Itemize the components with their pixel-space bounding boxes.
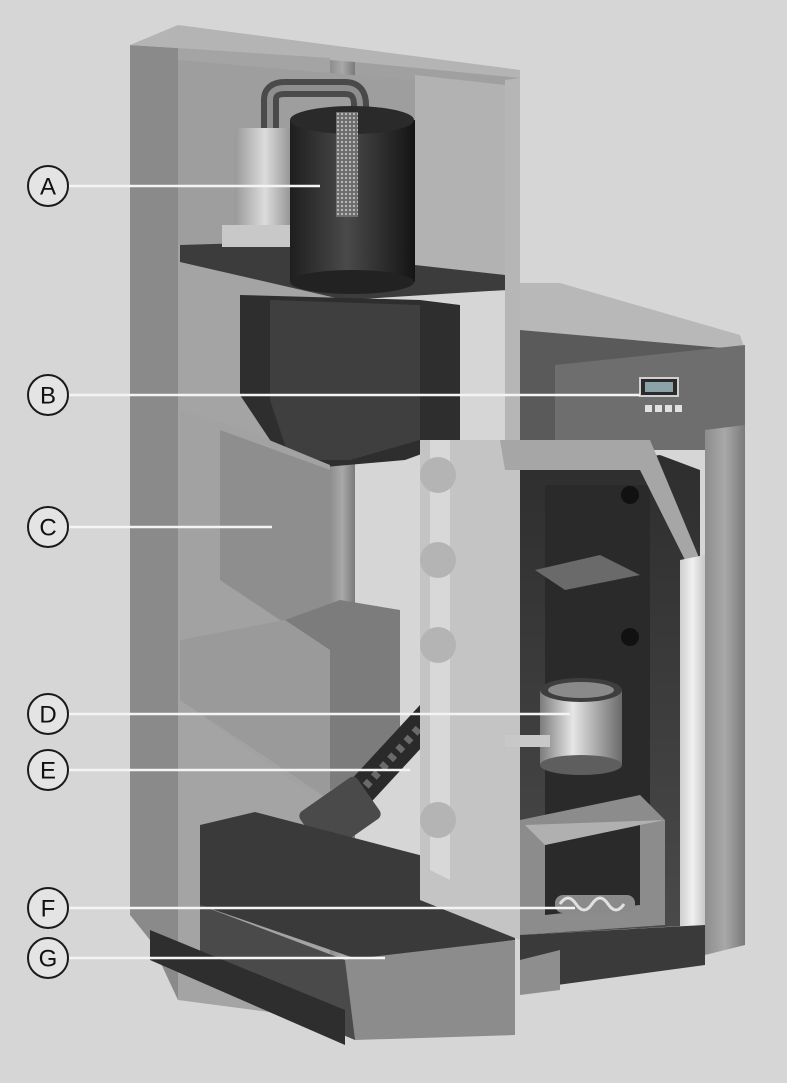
callout-label-f: F (27, 887, 69, 929)
boiler-top-cover (520, 283, 745, 350)
ignition-tube (505, 735, 550, 747)
callout-letter-c: C (39, 515, 56, 542)
sloped-base-plate (180, 620, 330, 800)
cabinet-right-side-panel (505, 78, 520, 450)
callout-letter-f: F (41, 896, 56, 923)
boiler-insulation-wall (680, 555, 705, 960)
callout-leaders (68, 184, 640, 960)
burner-pot (540, 678, 622, 775)
vacuum-suction-unit (222, 79, 415, 294)
callout-label-c: C (27, 506, 69, 548)
callout-label-b: B (27, 374, 69, 416)
callout-letter-g: G (39, 946, 58, 973)
refractory-lining (500, 440, 700, 570)
boiler-right-panel (705, 425, 745, 955)
mesh-filter (336, 112, 358, 217)
callout-label-e: E (27, 749, 69, 791)
ash-box-top (200, 812, 515, 960)
boiler-base (520, 925, 705, 990)
callout-letter-e: E (40, 758, 56, 785)
callout-letter-d: D (39, 702, 56, 729)
cabinet-top-cap (130, 25, 520, 80)
upper-insulation-plate (415, 75, 505, 275)
heat-deflector-plate (535, 555, 640, 590)
callout-letter-b: B (40, 383, 56, 410)
control-buttons (645, 405, 682, 412)
callout-letter-a: A (40, 174, 56, 201)
suction-motor (235, 128, 295, 230)
callout-label-d: D (27, 693, 69, 735)
pellet-storage-hopper (180, 295, 460, 800)
callout-label-g: G (27, 937, 69, 979)
callout-label-a: A (27, 165, 69, 207)
ash-box-front (345, 940, 515, 1040)
ash-auger (555, 895, 635, 913)
boiler-unit (420, 283, 745, 995)
suction-motor-base (222, 225, 297, 247)
cabinet-left-side-panel (130, 45, 178, 1000)
